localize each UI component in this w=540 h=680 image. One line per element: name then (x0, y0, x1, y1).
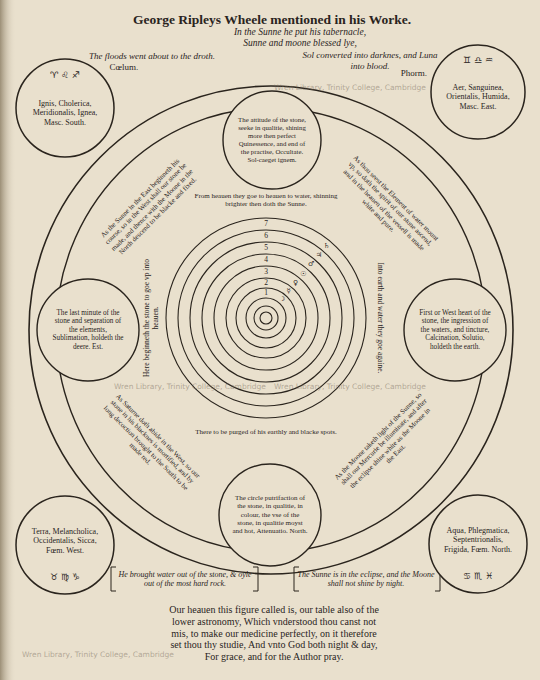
planet-symbol: ♂ (304, 260, 318, 268)
ring-text: Into earth and water they goe againe. (376, 248, 385, 388)
source-note: Cœlum. (94, 62, 154, 73)
circle-text: ♊ ♎ ♒ (444, 55, 512, 66)
element-circle: ♊ ♎ ♒ Aer, Sanguinea, Orientalis, Humida,… (430, 44, 526, 140)
element-circle: ♈ ♌ ♐ Ignis, Cholerica, Meridionalis, Ign… (15, 58, 115, 158)
ring-text: As the Sunne in the East beginneth his c… (95, 153, 203, 261)
verse-line: In the Sunne he put his tabernacle, (185, 27, 415, 38)
ring-text: As thou seest the Element of water mount… (333, 153, 441, 261)
closing-verse: Our heauen this figure called is, our ta… (167, 604, 382, 663)
watermark: Wren Library, Trinity College, Cambridge (3, 651, 193, 660)
sphere-number: 5 (260, 244, 272, 253)
circle-text: Aer, Sanguinea, Orientalis, Humida, Masc… (444, 83, 512, 111)
sphere-ring (190, 242, 342, 394)
sphere-ring (202, 254, 330, 382)
circle-border (223, 91, 321, 189)
watermark: Wren Library, Trinity College, Cambridge (255, 84, 445, 93)
circle-text: First or West heart of the stone, the in… (417, 309, 493, 351)
bracket-verse: The Sunne is in the eclipse, and the Moo… (296, 570, 436, 589)
planet-symbol: ♃ (312, 251, 326, 259)
page-title: George Ripleys Wheele mentioned in his W… (62, 12, 482, 28)
circle-border (16, 59, 114, 157)
circle-text: ♋ ♏ ♓ (443, 571, 513, 582)
circle-border (37, 279, 139, 381)
bracket-verse: He brought water out of the stone, & oyl… (115, 570, 255, 589)
sphere-number: 7 (260, 220, 272, 229)
circle-text: The circle putrifaction of the stone, in… (232, 494, 308, 535)
bracket (253, 567, 258, 591)
circle-text: ♈ ♌ ♐ (30, 70, 100, 81)
sphere-number: 1 (260, 289, 272, 298)
ring-text: As Saturne doth abide in the West, so ou… (95, 391, 203, 499)
ring-text: Here beginneth the stone to goe vp into … (143, 248, 161, 388)
bracket (111, 567, 116, 591)
ring-text: From heauen they goe to heauen to water,… (191, 192, 341, 209)
sphere-ring (260, 312, 272, 324)
circle-text: ♉ ♍ ♑ (30, 572, 100, 583)
planet-symbol: ♄ (320, 242, 334, 250)
sphere-number: 2 (260, 279, 272, 288)
circle-text: Terra, Melancholica, Occidentalis, Sicca… (30, 527, 100, 555)
verse-line: Sunne and moone blessed lye, (185, 38, 415, 49)
planet-symbol: ♀ (289, 279, 303, 287)
circle-text: The last minute of the stone and separat… (50, 309, 126, 351)
sphere-number: 4 (260, 256, 272, 265)
element-circle: Terra, Melancholica, Occidentalis, Sicca… (15, 495, 115, 595)
planet-symbol: ☿ (282, 287, 296, 295)
planet-symbol: ☉ (296, 270, 310, 278)
ring-text: As the Moone taketh light of the Sunne, … (333, 391, 441, 499)
circle-border (404, 279, 506, 381)
circle-text: The attitude of the stone, seeke in qual… (235, 116, 309, 164)
verse-line: The floods went about to the droth. (67, 51, 237, 62)
stage-circle: The last minute of the stone and separat… (36, 278, 140, 382)
stage-circle: The circle putrifaction of the stone, in… (218, 463, 322, 567)
circle-border (16, 496, 114, 594)
sphere-ring (254, 306, 278, 330)
wheel-circle: As the Sunne in the East beginneth his c… (28, 85, 514, 575)
circle-text: Aqua, Phlegmatica, Septentrionalis, Frig… (442, 526, 514, 554)
stage-circle: First or West heart of the stone, the in… (403, 278, 507, 382)
source-note: Phorm. (394, 68, 434, 79)
sphere-number: 3 (260, 268, 272, 277)
sphere-ring (246, 298, 286, 338)
planet-symbol: ☽ (275, 295, 289, 303)
circle-border (219, 464, 321, 566)
circle-border (431, 45, 525, 139)
sphere-ring (214, 266, 318, 370)
stage-circle: The attitude of the stone, seeke in qual… (222, 90, 322, 190)
sphere-number: 6 (260, 232, 272, 241)
circle-border (429, 495, 527, 593)
sphere-ring (178, 230, 354, 406)
element-circle: Aqua, Phlegmatica, Septentrionalis, Frig… (428, 494, 528, 594)
circle-text: Ignis, Cholerica, Meridionalis, Ignea, M… (30, 99, 100, 127)
sphere-ring (226, 278, 306, 358)
sphere-ring (236, 288, 296, 348)
ring-text: There to be purged of his earthly and bl… (191, 428, 341, 436)
gutter-shadow (0, 0, 16, 680)
watermark: Wren Library, Trinity College, Cambridge (95, 383, 285, 392)
watermark: Wren Library, Trinity College, Cambridge (255, 383, 445, 392)
brackets (111, 567, 440, 591)
circle-border (29, 86, 513, 574)
